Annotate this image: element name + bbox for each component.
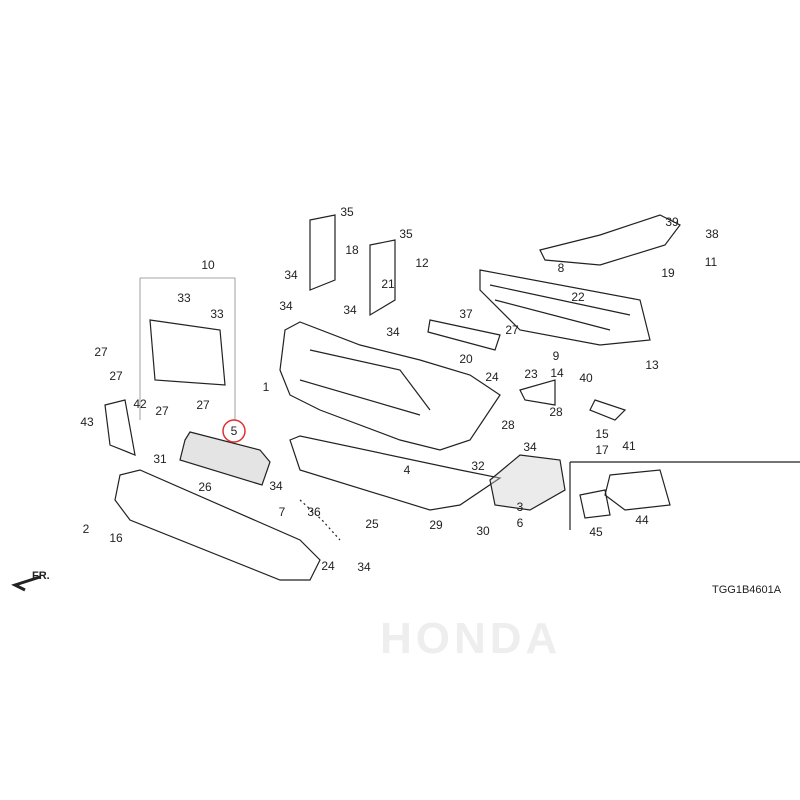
fog-bezel-shape: [604, 469, 671, 511]
inset-box-lines: [569, 461, 800, 530]
callout-19[interactable]: 19: [661, 266, 675, 280]
callout-26[interactable]: 26: [198, 480, 212, 494]
callout-44[interactable]: 44: [635, 513, 649, 527]
callout-34[interactable]: 34: [357, 560, 371, 574]
callout-36[interactable]: 36: [307, 505, 321, 519]
front-direction-label: FR.: [32, 570, 50, 582]
diagram-code: TGG1B4601A: [712, 584, 782, 596]
callout-2[interactable]: 2: [82, 522, 90, 536]
callout-15[interactable]: 15: [595, 427, 609, 441]
callout-34[interactable]: 34: [269, 479, 283, 493]
callout-5[interactable]: 5: [230, 424, 238, 438]
front-arrow-icon: [11, 575, 41, 592]
callout-42[interactable]: 42: [133, 397, 147, 411]
honda-watermark: HONDA: [380, 614, 562, 663]
callout-25[interactable]: 25: [365, 517, 379, 531]
front-bumper-shape: [279, 321, 501, 451]
callout-4[interactable]: 4: [403, 463, 411, 477]
callout-24[interactable]: 24: [321, 559, 335, 573]
callout-39[interactable]: 39: [665, 215, 679, 229]
callout-45[interactable]: 45: [589, 525, 603, 539]
callout-12[interactable]: 12: [415, 256, 429, 270]
callout-29[interactable]: 29: [429, 518, 443, 532]
callout-16[interactable]: 16: [109, 531, 123, 545]
callout-27[interactable]: 27: [505, 323, 519, 337]
callout-11[interactable]: 11: [704, 255, 718, 269]
callout-6[interactable]: 6: [516, 516, 524, 530]
highlight-circle: [222, 419, 246, 443]
callout-24[interactable]: 24: [485, 370, 499, 384]
callout-3[interactable]: 3: [516, 500, 524, 514]
callout-37[interactable]: 37: [459, 307, 473, 321]
callout-9[interactable]: 9: [552, 349, 560, 363]
callout-43[interactable]: 43: [80, 415, 94, 429]
lower-lip-shape: [289, 435, 502, 511]
callout-1[interactable]: 1: [262, 380, 270, 394]
callout-38[interactable]: 38: [705, 227, 719, 241]
bumper-detail-lines: [299, 349, 431, 416]
callout-34[interactable]: 34: [343, 303, 357, 317]
callout-30[interactable]: 30: [476, 524, 490, 538]
callout-41[interactable]: 41: [622, 439, 636, 453]
callout-13[interactable]: 13: [645, 358, 659, 372]
fog-garnish-shape: [489, 454, 566, 511]
reinforcement-shape: [539, 214, 681, 266]
callout-8[interactable]: 8: [557, 261, 565, 275]
callout-27[interactable]: 27: [109, 369, 123, 383]
callout-20[interactable]: 20: [459, 352, 473, 366]
callout-32[interactable]: 32: [471, 459, 485, 473]
front-spoiler-shape: [114, 469, 321, 581]
callout-34[interactable]: 34: [284, 268, 298, 282]
callout-21[interactable]: 21: [381, 277, 395, 291]
callout-27[interactable]: 27: [196, 398, 210, 412]
upper-grille-shape: [479, 269, 651, 346]
callout-35[interactable]: 35: [340, 205, 354, 219]
callout-34[interactable]: 34: [523, 440, 537, 454]
callout-14[interactable]: 14: [550, 366, 564, 380]
callout-18[interactable]: 18: [345, 243, 359, 257]
callout-31[interactable]: 31: [153, 452, 167, 466]
callout-40[interactable]: 40: [579, 371, 593, 385]
spacer-shapes: [519, 379, 627, 421]
license-group-bracket: [139, 277, 236, 420]
callout-34[interactable]: 34: [279, 299, 293, 313]
side-brackets-shape: [309, 214, 396, 317]
callout-27[interactable]: 27: [94, 345, 108, 359]
callout-27[interactable]: 27: [155, 404, 169, 418]
corner-garnish-shape: [104, 399, 136, 456]
callout-35[interactable]: 35: [399, 227, 413, 241]
fog-cover-shape: [579, 489, 611, 519]
lower-grille-shape: [179, 431, 271, 486]
callout-22[interactable]: 22: [571, 290, 585, 304]
cover-shape: [427, 319, 501, 351]
upper-grille-bars: [489, 284, 631, 331]
callout-23[interactable]: 23: [524, 367, 538, 381]
callout-33[interactable]: 33: [210, 307, 224, 321]
callout-28[interactable]: 28: [501, 418, 515, 432]
callout-34[interactable]: 34: [386, 325, 400, 339]
callout-33[interactable]: 33: [177, 291, 191, 305]
callout-17[interactable]: 17: [595, 443, 609, 457]
callout-10[interactable]: 10: [201, 258, 215, 272]
callout-7[interactable]: 7: [278, 505, 286, 519]
callout-28[interactable]: 28: [549, 405, 563, 419]
license-bracket-shape: [149, 319, 226, 386]
